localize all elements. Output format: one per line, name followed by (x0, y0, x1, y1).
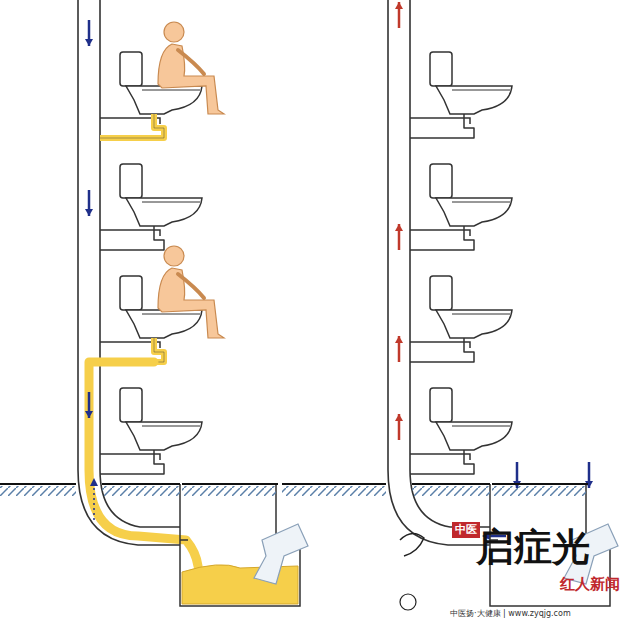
branch-pipe (100, 226, 164, 250)
ground-line (102, 483, 180, 485)
floor-slab (100, 454, 160, 460)
toilet-tank (430, 276, 452, 310)
toilet-bowl (436, 422, 512, 450)
floor-slab (410, 454, 470, 460)
waste-flow (89, 362, 198, 566)
branch-pipe (100, 114, 164, 138)
toilet-tank (120, 388, 142, 422)
arrow-head (85, 209, 93, 216)
ground-hatch (282, 486, 386, 496)
seated-person (158, 22, 224, 114)
arrow-head (395, 414, 403, 421)
toilet-tank (430, 388, 452, 422)
toilet-bowl (126, 198, 202, 226)
toilet-tank (120, 52, 142, 86)
toilet-tank (120, 164, 142, 198)
ground-line (412, 483, 490, 485)
toilet-bowl (436, 198, 512, 226)
branch-pipe (410, 338, 474, 362)
ground-line (528, 483, 588, 485)
branch-pipe (100, 450, 164, 474)
ground-line (0, 483, 76, 485)
ground-hatch (182, 486, 276, 496)
ground-hatch (278, 486, 279, 496)
toilet-bowl (126, 86, 202, 114)
logo-text: 启症光 (476, 526, 590, 568)
branch-pipe (410, 226, 474, 250)
logo-flourish (400, 533, 424, 556)
toilet-tank (430, 52, 452, 86)
toilet-tank (120, 276, 142, 310)
ground-line (218, 483, 278, 485)
ground-hatch (412, 486, 490, 496)
ground-hatch (102, 486, 180, 496)
floor-slab (410, 342, 470, 348)
toilet-bowl (436, 86, 512, 114)
floor-slab (410, 230, 470, 236)
logo-seal (400, 594, 416, 610)
seated-person (158, 246, 224, 338)
branch-pipe (410, 114, 474, 138)
toilet-bowl (436, 310, 512, 338)
arrow-head (85, 411, 93, 418)
toilet-bowl (126, 422, 202, 450)
arrow-head (395, 2, 403, 9)
arrow-head (395, 336, 403, 343)
watermark: 中医扬·大健康 | www.zyqjg.com (450, 610, 571, 619)
floor-slab (410, 118, 470, 124)
ground-hatch (0, 486, 76, 496)
soil-stack (388, 0, 490, 545)
brand-text: 红人新闻 (560, 576, 620, 593)
toilet-bowl (126, 310, 202, 338)
ground-line (282, 483, 386, 485)
arrow-head (395, 224, 403, 231)
septic-tank (180, 484, 308, 606)
ground-hatch (588, 486, 589, 496)
arrow-head (85, 39, 93, 46)
branch-pipe (410, 450, 474, 474)
toilet-tank (430, 164, 452, 198)
floor-slab (100, 230, 160, 236)
ground-hatch (492, 486, 586, 496)
seal-label: 中医 (452, 522, 480, 538)
